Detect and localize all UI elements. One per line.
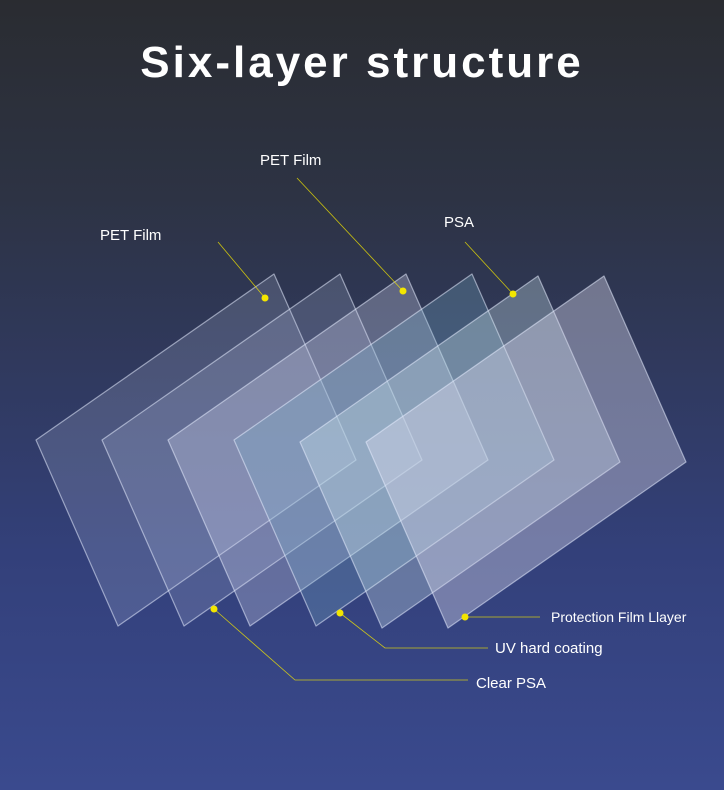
page-title: Six-layer structure — [140, 38, 584, 87]
callout-dot — [399, 287, 407, 295]
callout-dot — [461, 613, 469, 621]
label-uv-hard-coating: UV hard coating — [495, 640, 603, 657]
layer-sheet — [167, 273, 489, 627]
label-pet-film-2: PET Film — [260, 152, 322, 169]
callout-line — [217, 241, 266, 299]
layer-sheet — [365, 275, 687, 629]
callout-line — [464, 241, 514, 295]
layer-sheet — [299, 275, 621, 629]
label-pet-film-1: PET Film — [100, 227, 162, 244]
callout-line — [339, 612, 488, 649]
callout-line — [213, 608, 468, 681]
callout-dot — [509, 290, 517, 298]
layer-sheet — [101, 273, 423, 627]
callout-dot — [261, 294, 269, 302]
label-clear-psa: Clear PSA — [476, 675, 547, 692]
label-psa: PSA — [444, 214, 475, 231]
callout-dot — [336, 609, 344, 617]
callout-dot — [210, 605, 218, 613]
label-protection-film: Protection Film Llayer — [551, 609, 687, 625]
layer-sheet — [35, 273, 357, 627]
callout-line — [296, 177, 404, 292]
layer-sheet — [233, 273, 555, 627]
